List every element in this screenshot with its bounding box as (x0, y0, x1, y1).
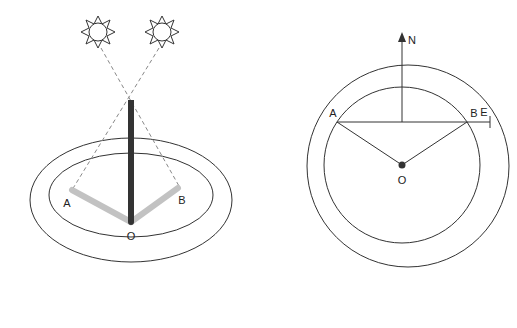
point-label: O (127, 231, 136, 242)
shadow (131, 188, 178, 222)
point-label: E (480, 107, 487, 118)
point-label: A (63, 198, 70, 209)
sun-symbol (81, 16, 115, 48)
point-label: B (178, 195, 185, 206)
outer-circle (307, 65, 509, 267)
base-dot (399, 162, 406, 169)
axis-tick (490, 116, 491, 128)
base-dot (128, 219, 134, 225)
north-axis (402, 38, 403, 122)
point-label: O (398, 175, 407, 186)
point-label: B (470, 108, 477, 119)
gnomon (128, 100, 134, 222)
point-label: N (408, 35, 416, 46)
shadow (72, 190, 131, 222)
sun-ray (101, 48, 179, 186)
point-label: A (329, 108, 336, 119)
sun-symbol (145, 16, 179, 48)
shadow-line (402, 122, 467, 165)
arrow-head (398, 32, 406, 42)
shadow-line (337, 122, 402, 165)
sun-ray (72, 48, 159, 190)
